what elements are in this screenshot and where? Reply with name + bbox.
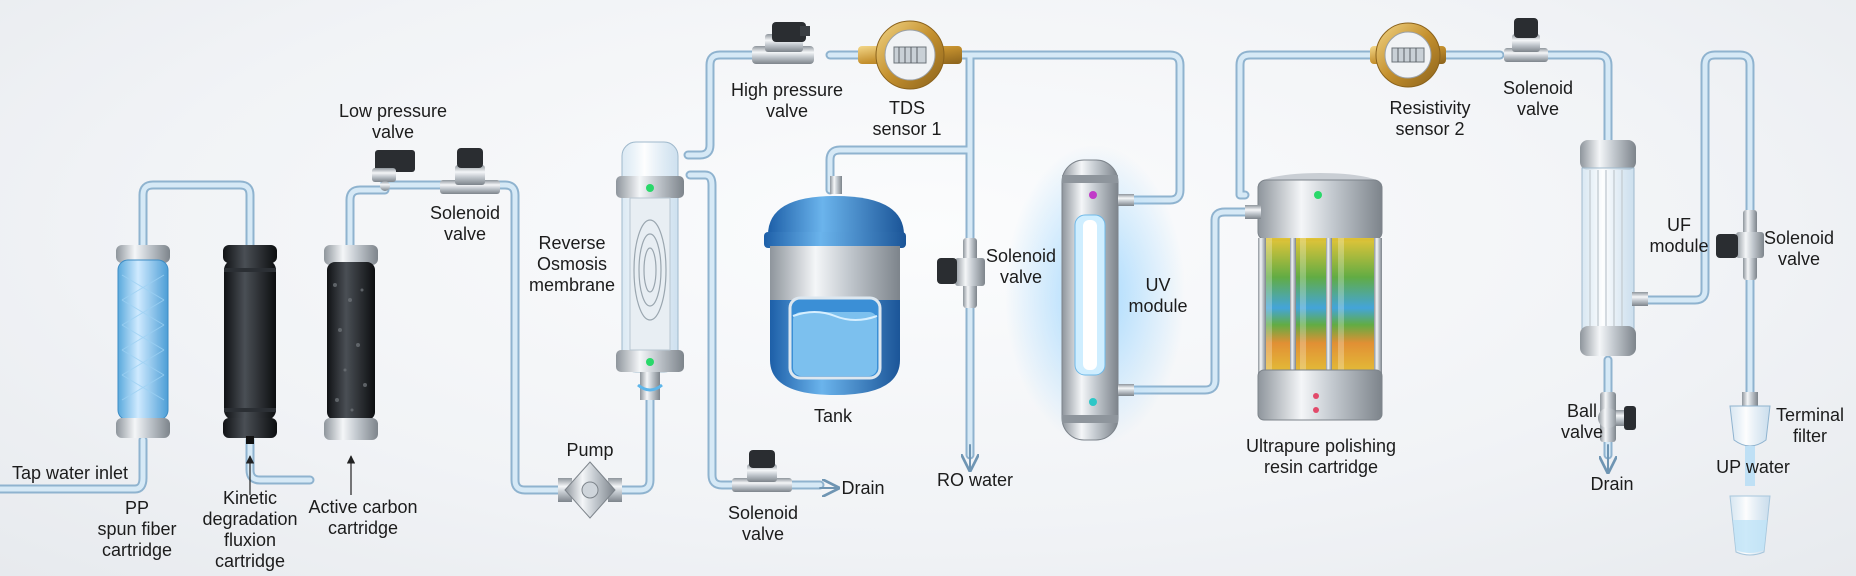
tds-sensor-icon	[858, 20, 962, 90]
reverse-osmosis-membrane-icon	[616, 141, 684, 400]
high-pressure-valve-icon	[752, 22, 814, 64]
active-carbon-cartridge-icon	[324, 245, 378, 440]
tank-icon	[764, 176, 906, 395]
tap-water-inlet-label: Tap water inlet	[12, 463, 129, 483]
uv-module-icon	[1005, 145, 1185, 445]
kinetic-degradation-cartridge-icon	[223, 245, 277, 444]
pump-icon	[558, 461, 622, 519]
terminal-filter-icon	[1729, 392, 1771, 486]
up-water-label: UP water	[1716, 457, 1790, 477]
ro-water-label: RO water	[936, 470, 1014, 490]
low-pressure-valve-icon	[372, 150, 415, 191]
drain-1-label: Drain	[841, 478, 885, 498]
solenoid-valve-right-icon	[1716, 210, 1764, 280]
ball-valve-icon	[1598, 392, 1636, 442]
pp-spun-fiber-cartridge-icon	[116, 245, 170, 438]
uf-module-icon	[1580, 140, 1648, 356]
solenoid-valve-top-icon	[1504, 18, 1548, 62]
solenoid-valve-ro-icon	[937, 238, 985, 308]
solenoid-valve-1-icon	[440, 148, 500, 194]
pump-label: Pump	[566, 440, 614, 460]
solenoid-valve-drain-icon	[732, 450, 792, 492]
up-water-glass-icon	[1729, 495, 1771, 556]
resistivity-sensor-icon	[1370, 22, 1446, 88]
tank-label: Tank	[813, 406, 853, 426]
drain-2-label: Drain	[1590, 474, 1634, 494]
ultrapure-resin-cartridge-icon	[1245, 173, 1383, 421]
